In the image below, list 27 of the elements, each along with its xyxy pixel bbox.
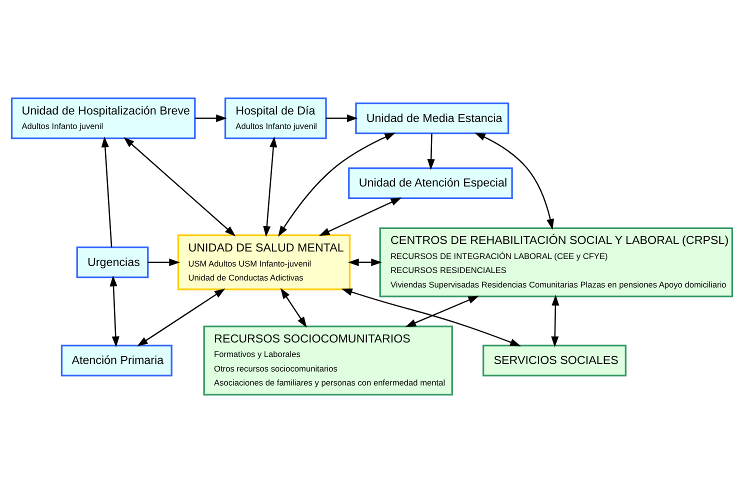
arrow <box>474 132 554 230</box>
arrow <box>551 294 560 347</box>
node-box: Atención Primaria <box>60 344 172 376</box>
node-box: Unidad de Media Estancia <box>355 102 510 134</box>
arrow <box>148 258 180 266</box>
arrow <box>101 136 112 247</box>
arrow <box>195 114 227 122</box>
node-box: Unidad de Hospitalización Breve Adultos Infanto juvenil <box>10 97 196 139</box>
arrow <box>326 114 358 122</box>
node-box: Urgencias <box>76 246 149 278</box>
arrow <box>278 132 396 236</box>
arrow <box>263 136 278 236</box>
arrow <box>280 287 307 328</box>
node-box: Unidad de Atención Especial <box>348 166 513 199</box>
arrow <box>348 258 382 266</box>
node-box: Hospital de Día Adultos Infanto juvenil <box>224 97 327 139</box>
arrow <box>341 288 521 346</box>
arrow <box>318 196 402 236</box>
arrow <box>405 295 480 327</box>
node-box: SERVICIOS SOCIALES <box>482 344 627 376</box>
node-box: CENTROS DE REHABILITACIÓN SOCIAL Y LABORAL (CRPSL) RECURSOS DE INTEGRACIÓN LABORAL (CEE y CFYE) RECURSOS RESIDENCIALES Viviendas Supervisadas Residencias Comunitarias Plazas en pensiones Apoyo domiciliario <box>379 226 734 297</box>
arrow <box>427 132 435 170</box>
arrow <box>137 288 226 346</box>
node-box: UNIDAD DE SALUD MENTAL USM Adultos USM Infanto-juvenil Unidad de Conductas Adictivas <box>177 234 351 290</box>
arrow <box>110 275 120 347</box>
arrow <box>124 136 236 236</box>
node-box: RECURSOS SOCIOCOMUNITARIOS Formativos y Laborales Otros recursos sociocomunitarios Asociaciones de familiares y personas con enfermedad mental <box>203 325 453 395</box>
